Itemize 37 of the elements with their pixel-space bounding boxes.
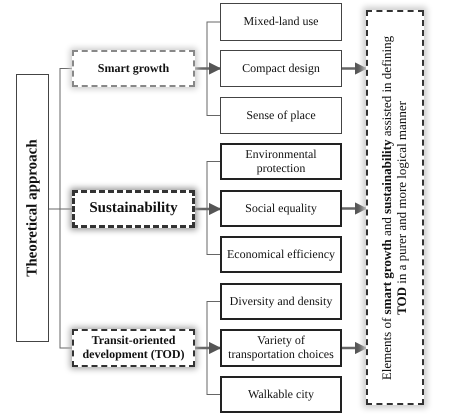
concept-box [220,3,342,41]
box-label: Theoretical approach [24,138,41,279]
conclusion-box [366,10,424,405]
connector-line [194,208,220,255]
connector-line [194,68,220,116]
box-label: Economical efficiency [226,248,336,262]
arrow [342,62,368,75]
box-label: Variety of transportation choices [227,334,335,362]
arrow [195,62,222,75]
connector-line [194,348,220,395]
box-label: Smart growth [96,62,170,76]
concept-box [220,236,342,273]
box-label: Mixed-land use [242,15,320,29]
concept-box [72,329,195,367]
box-label: Compact design [241,62,321,76]
arrow [195,342,222,354]
box-label: Environmental protection [244,148,318,176]
concept-box [220,97,342,134]
box-label: Sense of place [245,108,317,122]
connector-line [48,208,72,348]
concept-box [220,283,342,320]
concept-box [220,329,342,367]
concept-box [220,143,342,180]
box-label: Diversity and density [228,294,334,308]
box-label: Sustainability [88,200,179,218]
root-box [16,74,49,342]
box-label: Transit-oriented development (TOD) [81,334,186,362]
arrow [342,202,368,215]
arrow [195,202,222,216]
arrow [342,342,368,354]
concept-box [72,190,195,228]
box-label: Walkable city [246,388,315,402]
concept-box [220,190,342,227]
concept-box [72,50,195,87]
concept-box [220,376,342,413]
box-label: Social equality [244,202,318,216]
concept-box [220,50,342,87]
